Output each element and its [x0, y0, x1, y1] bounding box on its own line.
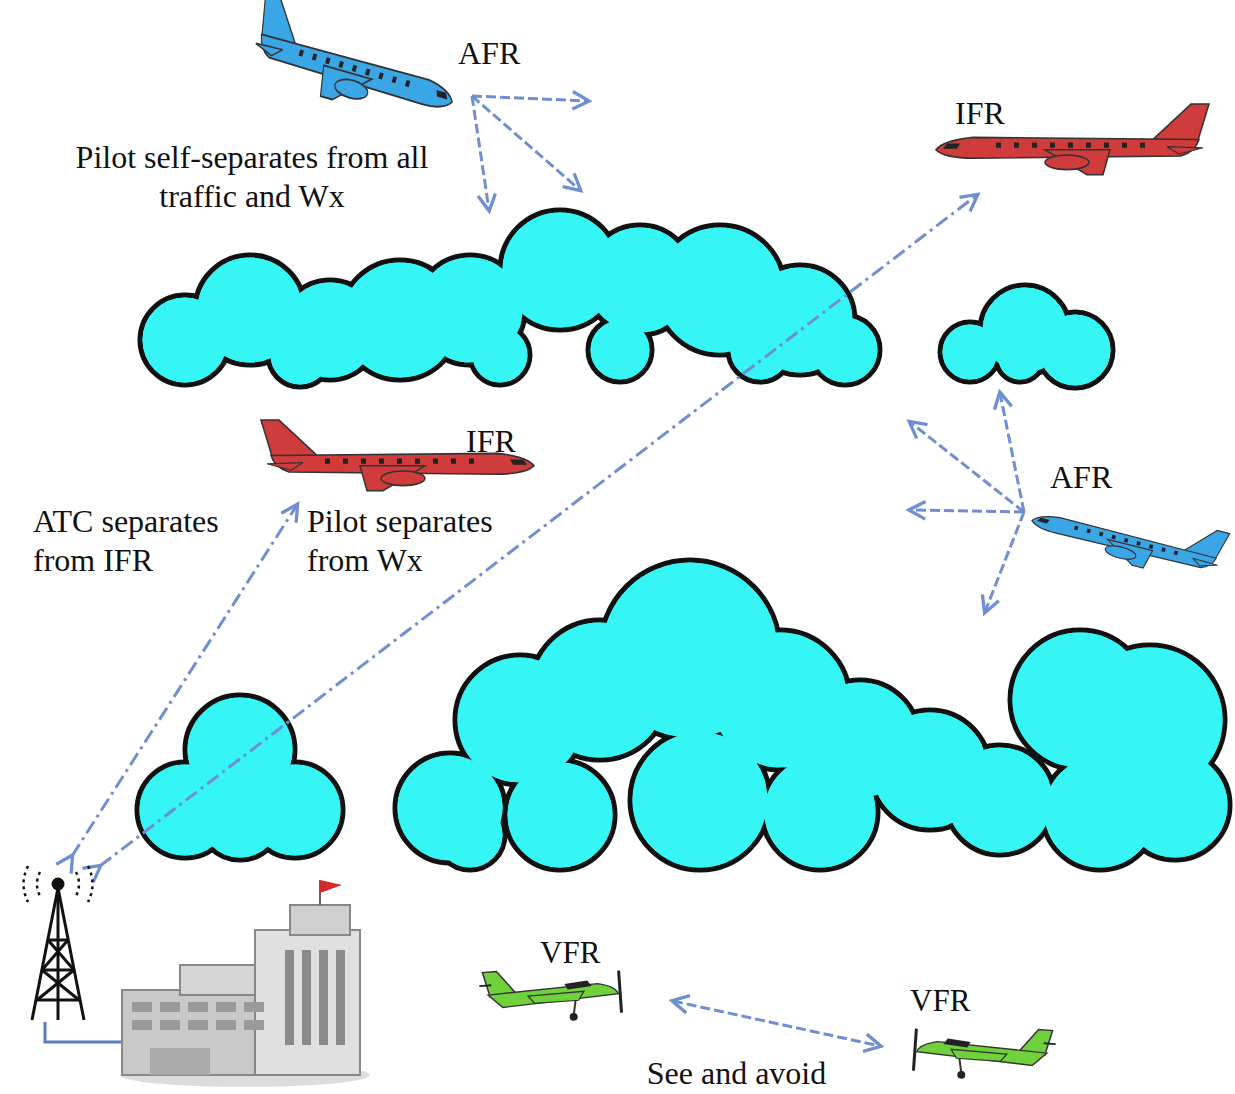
aircraft-icon: [908, 1015, 1057, 1087]
flight-rule-label: VFR: [910, 984, 970, 1018]
airliner: AFR: [245, 15, 460, 110]
self-separation-arrows: [910, 393, 1024, 612]
flight-rule-label: AFR: [458, 36, 520, 71]
flight-rule-label: IFR: [466, 424, 516, 459]
cloud: [140, 210, 880, 387]
airliner: AFR: [1030, 508, 1230, 568]
flight-rule-label: AFR: [1050, 460, 1112, 495]
aircraft-icon: [236, 0, 469, 138]
light-aircraft: VFR: [910, 1020, 1055, 1082]
cloud-group: [137, 210, 1230, 870]
annotation: Pilot self-separates from all traffic an…: [62, 138, 442, 216]
cloud: [137, 695, 343, 860]
aircraft-icon: [1026, 485, 1235, 592]
atc-building: [120, 880, 370, 1087]
radio-tower: [24, 866, 126, 1042]
flight-rule-label: VFR: [540, 936, 600, 970]
self-separation-arrows: [472, 96, 588, 210]
light-aircraft: VFR: [480, 962, 625, 1024]
annotation: ATC separates from IFR: [33, 502, 268, 580]
cloud: [395, 560, 1230, 870]
flight-rule-label: IFR: [955, 96, 1005, 131]
airliner: IFR: [935, 102, 1215, 180]
annotation: Pilot separates from Wx: [307, 502, 547, 580]
connector: [673, 1001, 880, 1046]
cloud: [940, 285, 1113, 388]
airliner: IFR: [255, 418, 535, 496]
connector-label: See and avoid: [643, 1056, 831, 1091]
